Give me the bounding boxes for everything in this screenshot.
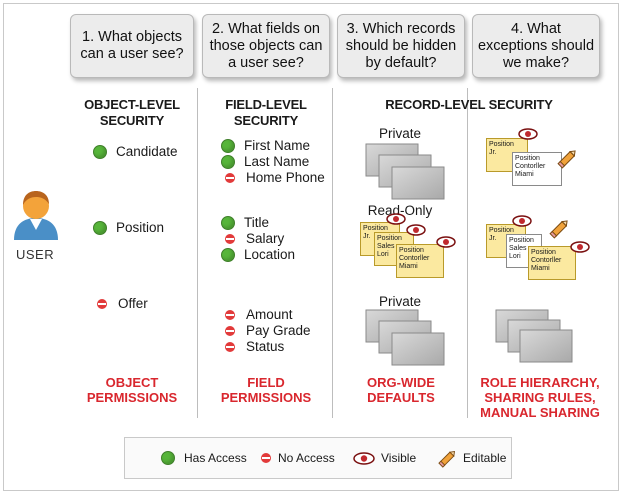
legend-label: No Access: [278, 451, 335, 465]
column-divider: [332, 88, 333, 418]
legend-label: Has Access: [184, 451, 247, 465]
legend-item-visible: Visible: [353, 451, 416, 465]
field-label: First Name: [244, 138, 311, 153]
no-access-icon: [225, 309, 235, 320]
has-access-icon: [221, 247, 235, 262]
eye-icon: [570, 241, 590, 253]
column-divider: [197, 88, 198, 418]
object-row-position: Position: [93, 219, 164, 236]
legend-label: Visible: [381, 451, 417, 465]
field-row: Pay Grade: [223, 322, 311, 339]
object-label: Position: [116, 220, 165, 235]
no-access-icon: [225, 325, 235, 336]
no-access-icon: [225, 233, 235, 244]
field-label: Home Phone: [246, 170, 325, 185]
eye-icon: [353, 451, 375, 465]
field-label: Pay Grade: [246, 323, 311, 338]
private-record-stack: [365, 309, 445, 366]
org-wide-defaults-graphic: [365, 143, 445, 366]
question-records: 3. Which records should be hidden by def…: [337, 14, 465, 78]
green-dot-icon: [161, 451, 175, 465]
field-label: Location: [244, 247, 296, 262]
field-row: Home Phone: [223, 169, 325, 186]
legend-item-editable: Editable: [437, 447, 506, 469]
private-record-stack: [495, 309, 573, 363]
column-divider: [467, 88, 468, 418]
eye-icon: [436, 236, 456, 248]
object-label: Candidate: [116, 144, 178, 159]
has-access-icon: [221, 138, 235, 153]
object-label: Offer: [118, 296, 148, 311]
private-record-stack: [365, 143, 445, 200]
legend-item-has-access: Has Access: [161, 451, 247, 465]
user-icon: [14, 191, 58, 240]
field-label: Last Name: [244, 154, 310, 169]
eye-icon: [518, 128, 538, 140]
legend: Has Access No Access Visible Editable: [124, 437, 512, 479]
legend-label: Editable: [463, 451, 507, 465]
question-objects: 1. What objects can a user see?: [70, 14, 194, 78]
has-access-icon: [221, 154, 235, 169]
owd-label-private: Private: [378, 126, 422, 141]
field-row: Amount: [223, 306, 293, 323]
has-access-icon: [93, 144, 107, 159]
no-access-icon: [261, 453, 271, 463]
field-label: Status: [246, 339, 285, 354]
no-access-icon: [225, 341, 235, 352]
field-row: First Name: [221, 137, 310, 154]
no-access-icon: [225, 172, 235, 183]
owd-label-read-only: Read-Only: [367, 203, 433, 218]
eye-icon: [512, 215, 532, 227]
pencil-icon: [438, 450, 456, 468]
question-fields: 2. What fields on those objects can a us…: [202, 14, 330, 78]
field-row: Status: [223, 338, 284, 355]
object-row-offer: Offer: [95, 295, 148, 312]
object-permissions-label: OBJECT PERMISSIONS: [86, 375, 178, 405]
sharing-permissions-label: ROLE HIERARCHY, SHARING RULES, MANUAL SH…: [480, 375, 600, 420]
field-row: Location: [221, 246, 295, 263]
field-row: Title: [221, 214, 269, 231]
owd-label-private: Private: [378, 294, 422, 309]
org-wide-defaults-label: ORG-WIDE DEFAULTS: [367, 375, 435, 405]
has-access-icon: [221, 215, 235, 230]
eye-icon: [386, 213, 406, 225]
pencil-icon: [557, 150, 576, 169]
field-label: Amount: [246, 307, 293, 322]
object-row-candidate: Candidate: [93, 143, 178, 160]
field-label: Salary: [246, 231, 285, 246]
field-permissions-label: FIELD PERMISSIONS: [220, 375, 312, 405]
no-access-icon: [97, 298, 107, 309]
pencil-icon: [549, 220, 568, 239]
field-row: Last Name: [221, 153, 309, 170]
object-level-title: OBJECT-LEVEL SECURITY: [84, 97, 180, 128]
question-exceptions: 4. What exceptions should we make?: [472, 14, 600, 78]
legend-item-no-access: No Access: [259, 451, 335, 465]
record-level-title: RECORD-LEVEL SECURITY: [385, 97, 553, 112]
field-label: Title: [244, 215, 270, 230]
has-access-icon: [93, 220, 107, 235]
field-row: Salary: [223, 230, 284, 247]
field-level-title: FIELD-LEVEL SECURITY: [225, 97, 307, 128]
user-label: USER: [16, 247, 55, 262]
eye-icon: [406, 224, 426, 236]
